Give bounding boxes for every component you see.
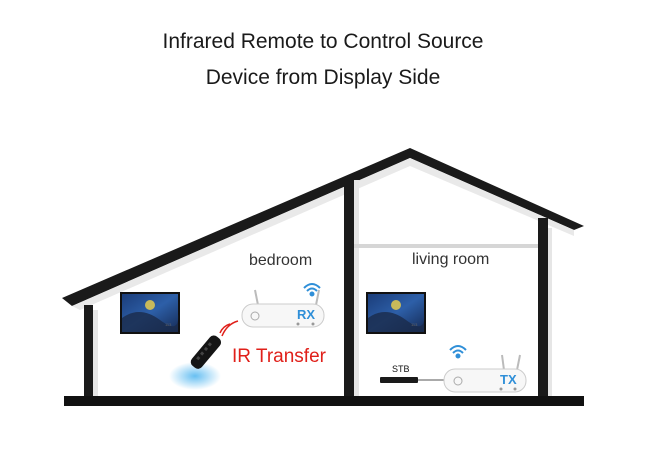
ir-remote [169,335,222,390]
rx-receiver: RX [241,289,325,328]
diagram-title-line-1: Infrared Remote to Control Source [162,30,484,53]
living-room-label: living room [412,251,489,268]
bedroom-tv-channel: 113 [165,322,172,327]
bedroom-label: bedroom [249,252,312,269]
bedroom-tv: 113 [120,292,180,334]
tx-label: TX [500,372,517,387]
tx-transmitter: TX [443,354,527,393]
rx-wifi-icon [303,283,321,297]
roof [62,148,584,310]
right-wall [538,218,548,398]
floor [64,396,584,406]
stb-device [380,377,444,383]
ir-transfer-label: IR Transfer [232,346,327,367]
ceiling-line [354,244,538,248]
house-walls [64,178,584,406]
living-room-tv: 113 [366,292,426,334]
living-room-tv-channel: 113 [411,322,418,327]
middle-wall [344,178,354,398]
left-wall [84,305,93,398]
diagram-title-line-2: Device from Display Side [205,66,441,89]
ir-signal-icon [219,320,239,337]
stb-label: STB [392,364,410,374]
rx-label: RX [297,307,315,322]
tx-wifi-icon [449,345,467,359]
